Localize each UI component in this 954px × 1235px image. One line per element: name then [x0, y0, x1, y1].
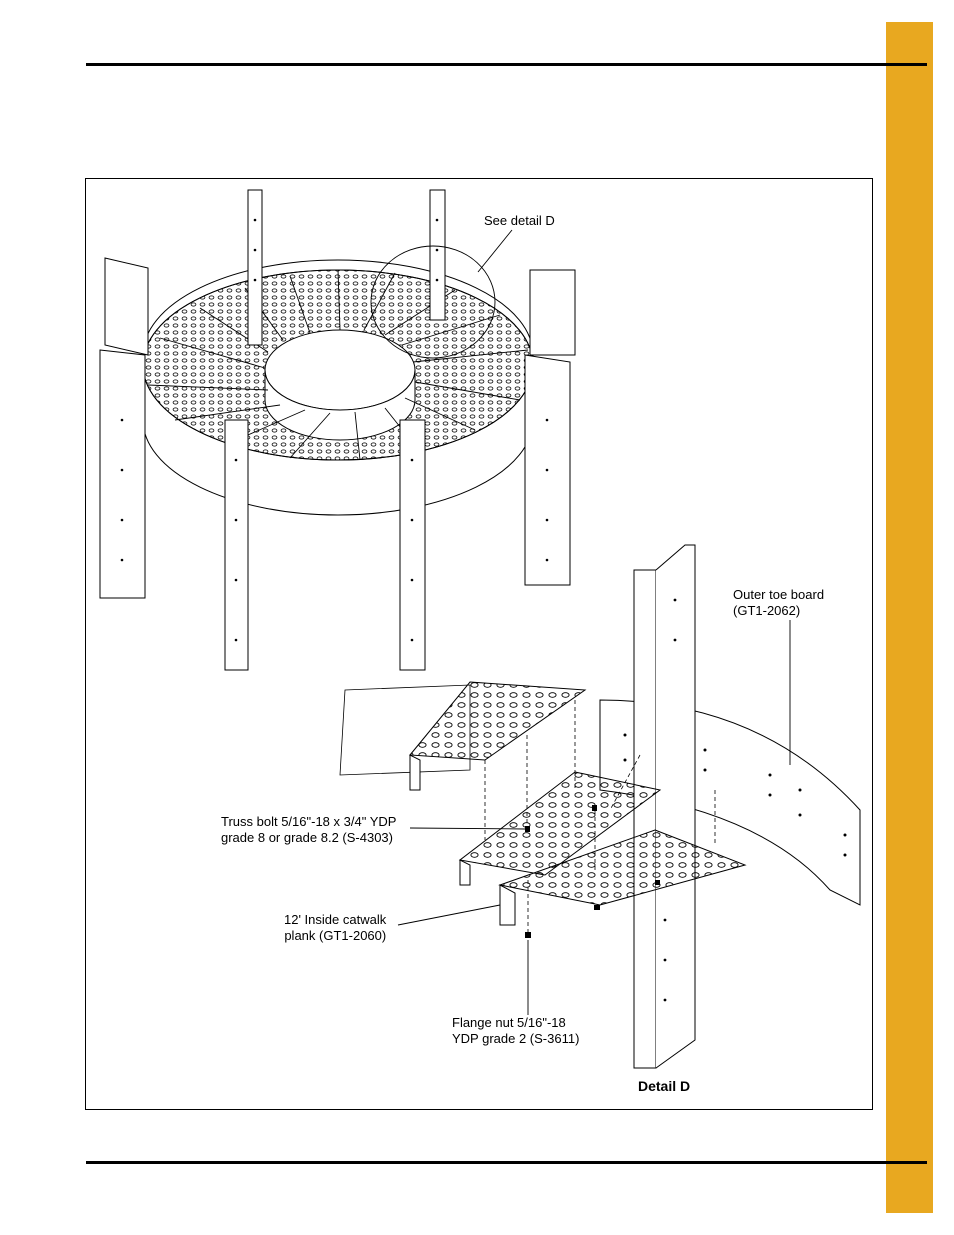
detail-d-view	[339, 544, 861, 1069]
upright-bolt-holes	[120, 218, 549, 642]
see-detail-label: See detail D	[484, 213, 555, 228]
fasteners	[525, 805, 660, 938]
plank-label: 12' Inside catwalk plank (GT1-2060)	[284, 912, 387, 943]
alignment-lines	[484, 700, 716, 935]
callout-leaders	[397, 620, 791, 1015]
toe-board-label: Outer toe board (GT1-2062)	[733, 587, 825, 618]
ring-catwalk-overview	[99, 189, 576, 671]
flange-nut-label: Flange nut 5/16"-18 YDP grade 2 (S-3611)	[452, 1015, 580, 1046]
footer-rule	[86, 1161, 927, 1164]
detail-d-title: Detail D	[638, 1078, 691, 1094]
figure-frame	[85, 178, 873, 1110]
header-rule	[86, 63, 927, 66]
inner-toe-board	[264, 369, 416, 441]
truss-bolt-label: Truss bolt 5/16"-18 x 3/4" YDP grade 8 o…	[221, 814, 397, 845]
detail-upright-post	[633, 569, 657, 1069]
detail-d-leader	[477, 229, 513, 273]
detail-d-circle	[370, 245, 496, 359]
section-side-tab	[886, 22, 933, 1213]
